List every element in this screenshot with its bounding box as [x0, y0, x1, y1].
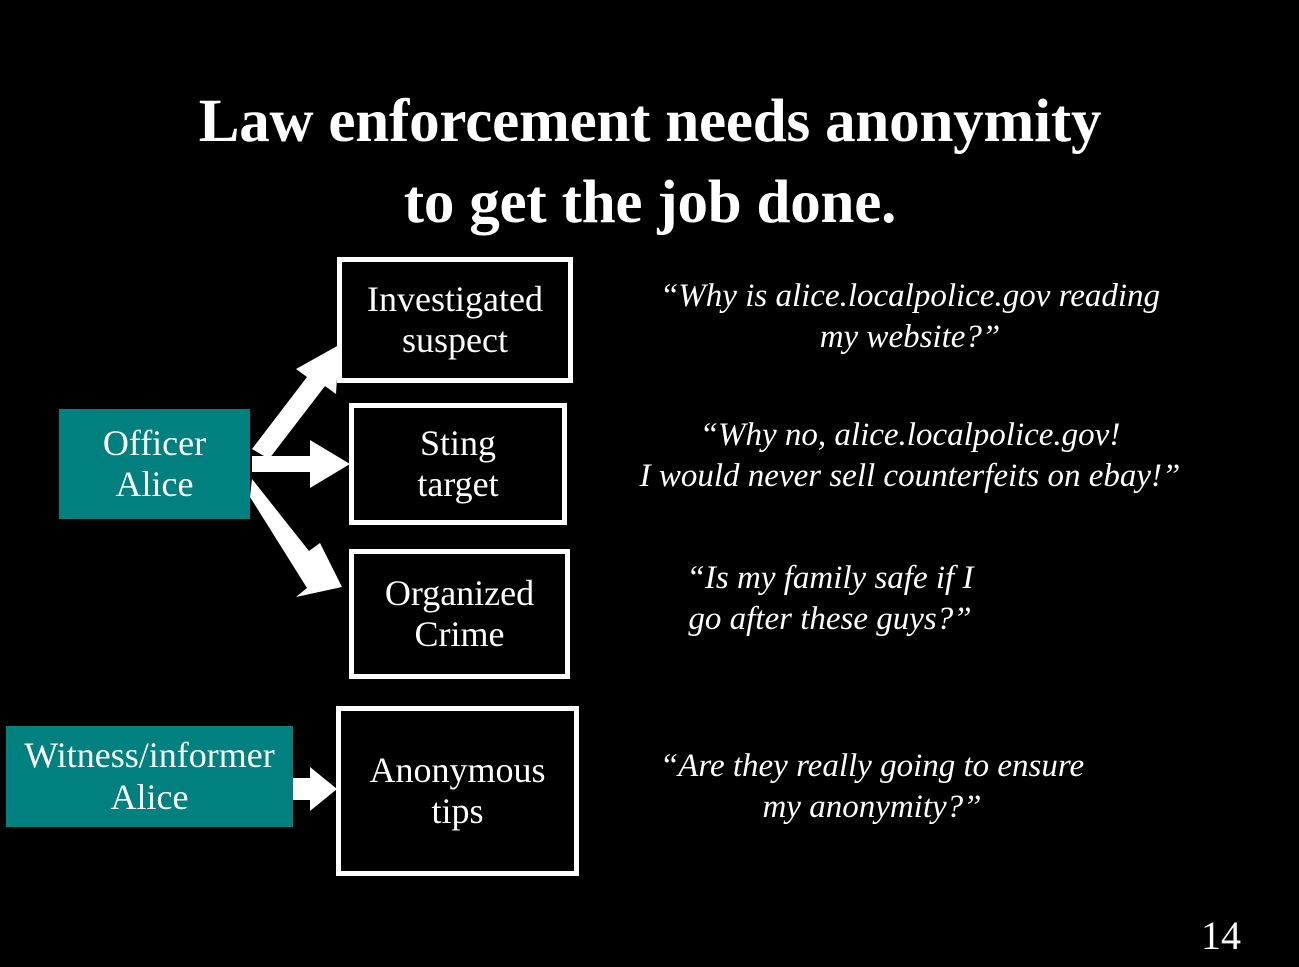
actor-witness-informer-alice[interactable]: Witness/informer Alice [6, 726, 293, 827]
target-sting-target-line-1: Sting [419, 422, 497, 463]
target-sting-target-line-2: target [417, 464, 499, 504]
quote-anonymous-tips-line-2: my anonymity?” [762, 789, 982, 826]
target-anonymous-tips-line-2: tips [431, 791, 484, 831]
target-organized-crime[interactable]: Organized Crime [349, 549, 570, 679]
actor-witness-informer-alice-line-1: Witness/informer [24, 735, 275, 776]
target-sting-target[interactable]: Sting target [349, 403, 567, 525]
target-organized-crime-line-2: Crime [414, 614, 505, 654]
page-title-line-1: Law enforcement needs anonymity [198, 88, 1102, 155]
target-investigated-suspect-label: Investigated suspect [367, 279, 543, 361]
arrow-witness-to-anonymous-tips [293, 767, 337, 811]
quote-organized-crime: “Is my family safe if I go after these g… [620, 558, 1040, 641]
arrow-officer-to-organized-crime [250, 479, 342, 597]
target-organized-crime-label: Organized Crime [385, 573, 534, 655]
actor-witness-informer-alice-line-2: Alice [110, 776, 189, 817]
page-title: Law enforcement needs anonymity to get t… [60, 82, 1240, 243]
target-anonymous-tips-line-1: Anonymous [369, 749, 546, 790]
target-investigated-suspect-line-2: suspect [402, 320, 508, 360]
target-organized-crime-line-1: Organized [384, 572, 535, 613]
quote-investigated-suspect: “Why is alice.localpolice.gov reading my… [580, 276, 1240, 359]
target-anonymous-tips[interactable]: Anonymous tips [336, 706, 579, 876]
actor-officer-alice-label: Officer Alice [103, 423, 206, 505]
quote-sting-target: “Why no, alice.localpolice.gov! I would … [560, 415, 1260, 498]
page-title-line-2: to get the job done. [403, 168, 897, 236]
actor-officer-alice[interactable]: Officer Alice [59, 409, 250, 519]
actor-officer-alice-line-1: Officer [102, 422, 207, 463]
actor-witness-informer-alice-label: Witness/informer Alice [24, 735, 275, 817]
arrow-officer-to-sting-target [252, 440, 350, 488]
quote-anonymous-tips: “Are they really going to ensure my anon… [592, 746, 1152, 829]
target-investigated-suspect[interactable]: Investigated suspect [337, 257, 573, 383]
actor-officer-alice-line-2: Alice [115, 464, 194, 504]
quote-sting-target-line-1: “Why no, alice.localpolice.gov! [699, 417, 1121, 453]
quote-organized-crime-line-1: “Is my family safe if I [686, 560, 974, 596]
quote-organized-crime-line-2: go after these guys?” [688, 601, 972, 638]
arrow-officer-to-investigated-suspect [252, 345, 339, 459]
target-investigated-suspect-line-1: Investigated [367, 278, 543, 319]
page-number: 14 [1201, 913, 1241, 958]
quote-investigated-suspect-line-1: “Why is alice.localpolice.gov reading [659, 278, 1161, 314]
quote-anonymous-tips-line-1: “Are they really going to ensure [659, 748, 1085, 784]
target-anonymous-tips-label: Anonymous tips [369, 750, 545, 832]
target-sting-target-label: Sting target [417, 423, 498, 505]
quote-sting-target-line-2: I would never sell counterfeits on ebay!… [639, 458, 1181, 495]
quote-investigated-suspect-line-2: my website?” [819, 319, 1001, 356]
